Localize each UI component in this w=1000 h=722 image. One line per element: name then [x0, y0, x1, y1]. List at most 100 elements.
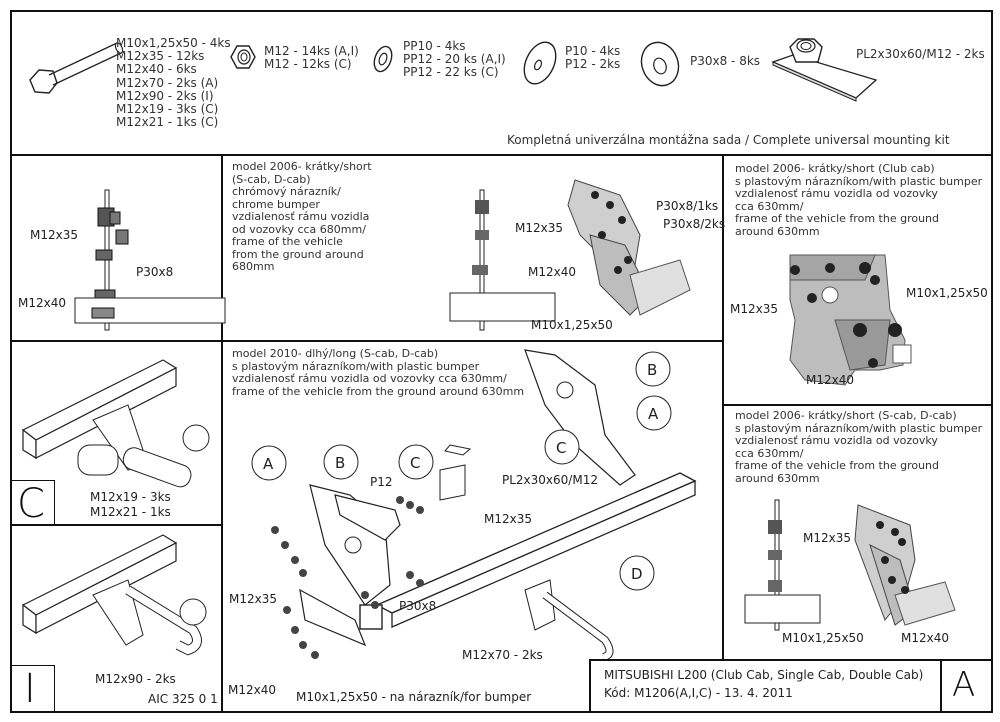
bolt-list: M10x1,25x50 - 4ks M12x35 - 12ks M12x40 -… [116, 36, 231, 130]
callout-c2: C [556, 439, 567, 457]
callout-c: C [410, 454, 421, 472]
callout-a2-circle [636, 395, 672, 431]
description-line: model 2006- krátky/short (S-cab, D-cab) [735, 409, 957, 422]
exploded-assembly-drawing [271, 349, 697, 661]
description-line: od vozovky cca 680mm/ [232, 222, 366, 236]
description-line: chrómový nárazník/ [232, 185, 341, 198]
label-m12x40-scab: M12x40 [901, 631, 949, 645]
label-m12x40-clubcab: M12x40 [806, 373, 854, 387]
label-p30x8-1ks: P30x8/1ks [656, 199, 719, 213]
description-line: around 630mm [735, 471, 820, 485]
callout-a: A [263, 455, 274, 473]
drawing-code: Kód: M1206(A,I,C) - 13. 4. 2011 [604, 686, 793, 700]
bolt-item: M12x19 - 3ks (C) [116, 102, 219, 117]
flat-washer-item: P10 - 4ks [565, 44, 621, 58]
flat-washer-list: P10 - 4ks P12 - 2ks [565, 45, 620, 71]
description-line: vzdialenosť rámu vozidla od vozovky [735, 187, 938, 200]
spring-washer-item: PP12 - 20 ks (A,I) [403, 52, 506, 66]
label-m12x40-iso: M12x40 [528, 265, 576, 279]
description-line: model 2006- krátky/short (Club cab) [735, 162, 935, 175]
description-line: cca 630mm/ [735, 199, 804, 213]
description-2006-scab: model 2006- krátky/short (S-cab, D-cab) … [735, 409, 983, 485]
bolt-item: M10x1,25x50 - 4ks [116, 36, 231, 50]
callout-a2: A [648, 405, 659, 423]
spring-washer-list: PP10 - 4ks PP12 - 20 ks (A,I) PP12 - 22 … [403, 40, 506, 79]
callout-c2-circle [544, 429, 580, 465]
nut-list: M12 - 14ks (A,I) M12 - 12ks (C) [264, 45, 359, 71]
divider-v-right [722, 155, 724, 660]
description-line: frame of the vehicle [232, 235, 343, 248]
description-line: (S-cab, D-cab) [232, 172, 311, 186]
label-p12: P12 [370, 475, 393, 489]
label-m10-clubcab: M10x1,25x50 [906, 286, 988, 300]
spring-washer-icon [373, 45, 393, 73]
label-m12x35-scab: M12x35 [803, 531, 851, 545]
label-m12x40-main: M12x40 [228, 683, 276, 697]
label-m12x70: M12x70 - 2ks [462, 648, 543, 662]
description-line: frame of the vehicle from the ground [735, 212, 939, 225]
flat-washer-item: P12 - 2ks [565, 57, 621, 71]
description-line: frame of the vehicle from the ground [735, 459, 939, 472]
bolt-item: M12x40 - 6ks [116, 62, 197, 77]
kit-title: Kompletná univerzálna montážna sada / Co… [507, 133, 950, 147]
description-2006-chrome: model 2006- krátky/short (S-cab, D-cab) … [232, 160, 372, 274]
divider-v-left [221, 155, 223, 712]
scab-bracket-drawing [744, 499, 956, 631]
title-block-divider [940, 659, 942, 712]
callout-b-circle [323, 444, 359, 480]
callout-b2: B [647, 361, 658, 379]
label-m12x35-main: M12x35 [229, 592, 277, 606]
title-block [589, 659, 993, 713]
bolt-item: M12x21 - 1ks (C) [116, 115, 219, 130]
part-code: AIC 325 0 1 [148, 692, 218, 706]
label-m10-bumper: M10x1,25x50 - na nárazník/for bumper [296, 690, 532, 704]
variant-c-drawing [21, 359, 210, 488]
description-line: s plastovým nárazníkom/with plastic bump… [735, 174, 983, 188]
bolt-item: M12x70 - 2ks (A) [116, 75, 219, 90]
nut-item: M12 - 14ks (A,I) [264, 44, 359, 58]
variant-i-drawing [21, 534, 207, 656]
variant-c-letter: C [17, 481, 45, 527]
label-m12x35-clubcab: M12x35 [730, 302, 778, 316]
divider-kit [10, 154, 993, 156]
callout-d: D [631, 565, 643, 583]
iso-bracket-drawing [449, 179, 691, 331]
flat-washer-icon [523, 41, 557, 85]
description-line: vzdialenosť rámu vozidla [232, 210, 370, 223]
description-line: s plastovým nárazníkom/with plastic bump… [232, 359, 480, 373]
thick-washer-icon [640, 41, 680, 87]
bolt-item: M12x35 - 12ks [116, 49, 205, 64]
description-line: 680mm [232, 260, 275, 273]
description-line: from the ground around [232, 247, 364, 261]
bolt-icon [29, 42, 124, 94]
description-2006-clubcab: model 2006- krátky/short (Club cab) s pl… [735, 162, 983, 238]
description-line: model 2006- krátky/short [232, 160, 372, 173]
callout-b: B [335, 454, 346, 472]
variant-i-box [10, 665, 55, 712]
divider-right-split [723, 404, 993, 406]
label-m12x90: M12x90 - 2ks [95, 672, 176, 686]
side-view-drawing [74, 189, 226, 331]
description-line: s plastovým nárazníkom/with plastic bump… [735, 421, 983, 435]
label-p30x8-main: P30x8 [399, 599, 437, 613]
plate-nut-icon [771, 38, 878, 102]
description-line: model 2010- dlhý/long (S-cab, D-cab) [232, 347, 439, 360]
plate-nut-label: PL2x30x60/M12 - 2ks [856, 47, 985, 61]
clubcab-plate-drawing [789, 254, 912, 386]
label-m12x35-side: M12x35 [30, 228, 78, 242]
label-m12x21: M12x21 - 1ks [90, 505, 171, 519]
label-m12x35-iso: M12x35 [515, 221, 563, 235]
spring-washer-item: PP12 - 22 ks (C) [403, 65, 499, 79]
label-m10-scab: M10x1,25x50 [782, 631, 864, 645]
vehicle-name: MITSUBISHI L200 (Club Cab, Single Cab, D… [604, 668, 924, 682]
label-m10-iso: M10x1,25x50 [531, 318, 613, 332]
drawing-frame [10, 10, 993, 713]
label-m12x40-side: M12x40 [18, 296, 66, 310]
bolt-item: M12x90 - 2ks (I) [116, 88, 214, 103]
description-line: around 630mm [735, 224, 820, 238]
description-line: frame of the vehicle from the ground aro… [232, 384, 525, 398]
description-line: cca 630mm/ [735, 446, 804, 460]
description-line: vzdialenosť rámu vozidla od vozovky [735, 434, 938, 447]
callout-b2-circle [635, 351, 671, 387]
variant-letter: A [952, 665, 976, 705]
